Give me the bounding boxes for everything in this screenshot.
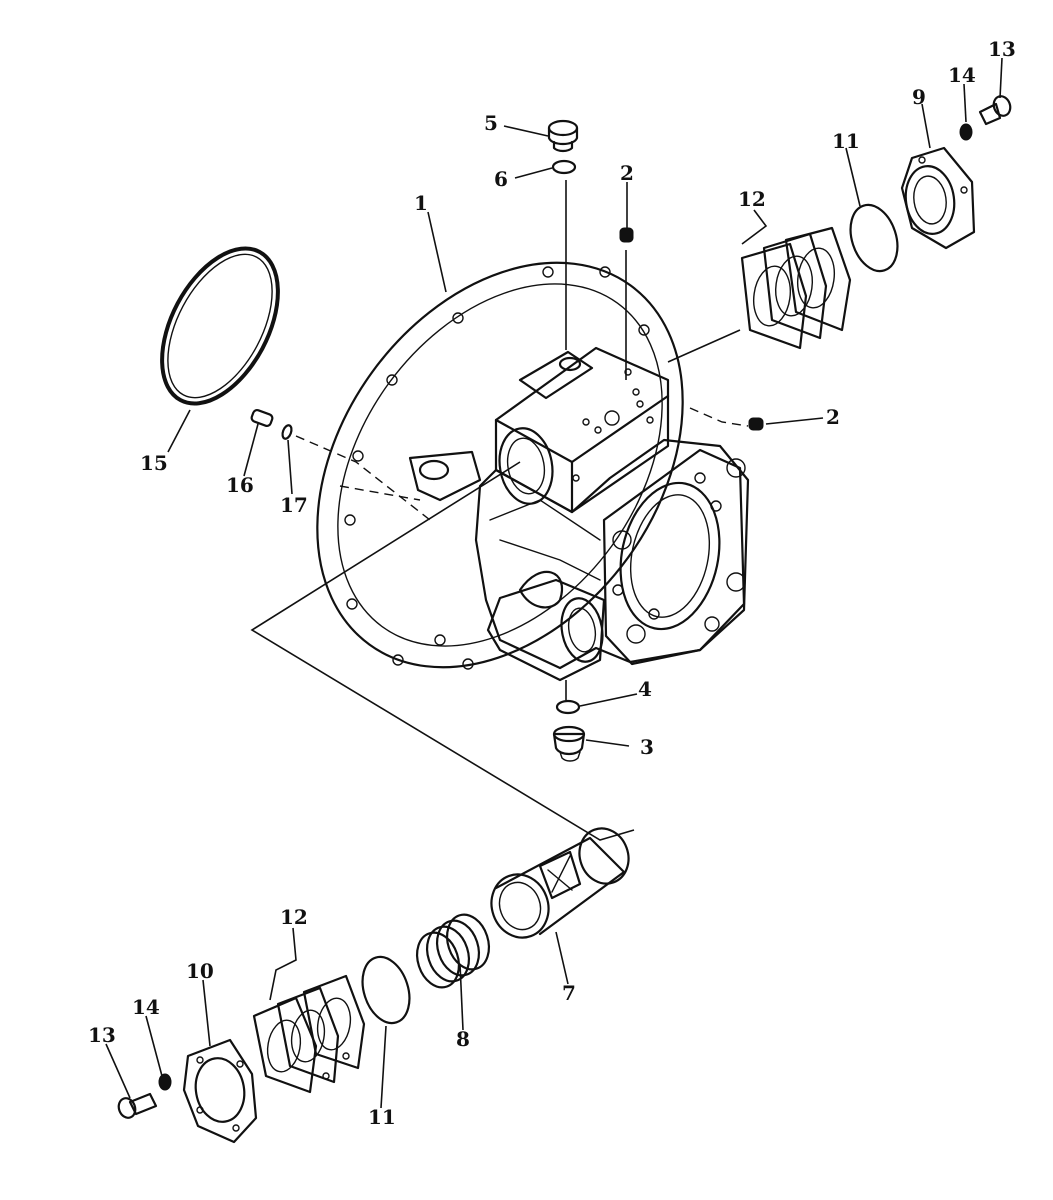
label-drain-plug: 3 — [640, 735, 654, 759]
bolt-lower-part — [117, 1092, 158, 1119]
cover-upper-part — [900, 146, 976, 250]
label-top-plug: 5 — [484, 111, 498, 135]
dowel-pin-part — [250, 408, 274, 428]
shims-upper-part — [740, 226, 852, 350]
label-shims-upper: 12 — [738, 187, 766, 211]
large-oring-part — [160, 246, 280, 406]
label-spring: 8 — [456, 1027, 470, 1051]
label-seal-ring-upper: 11 — [832, 129, 860, 153]
cover-lower-part — [182, 1038, 258, 1144]
label-bolt-lower: 13 — [88, 1023, 116, 1047]
label-washer-upper: 14 — [948, 63, 976, 87]
seal-ring-lower-part — [361, 955, 411, 1025]
drain-plug-part — [552, 725, 586, 762]
leader-lines — [105, 57, 1003, 1109]
top-oring-part — [551, 159, 577, 175]
cover-assembly-guide — [667, 329, 741, 363]
shims-lower-part — [252, 974, 366, 1094]
drain-oring-part — [555, 699, 581, 715]
label-small-oring: 17 — [280, 493, 308, 517]
housing-part — [316, 261, 750, 682]
label-cover-lower: 10 — [186, 959, 214, 983]
label-sleeve: 7 — [562, 981, 576, 1005]
spring-part — [416, 913, 490, 989]
alignment-line-oring — [339, 485, 421, 501]
sleeve-part — [490, 827, 630, 939]
label-large-oring: 15 — [140, 451, 168, 475]
label-seal-ring-lower: 11 — [368, 1105, 396, 1129]
plug-2-right-part — [748, 417, 764, 431]
label-top-oring: 6 — [494, 167, 508, 191]
label-housing: 1 — [414, 191, 428, 215]
alignment-line-plug — [689, 407, 749, 427]
sleeve-assembly-guide — [250, 461, 635, 841]
plug-2-top-part — [619, 227, 634, 243]
label-cover-upper: 9 — [912, 85, 926, 109]
alignment-line-pin — [295, 435, 431, 521]
washer-lower-part — [158, 1073, 172, 1091]
small-oring-part — [281, 424, 293, 440]
label-dowel-pin: 16 — [226, 473, 254, 497]
callout-labels: 1 2 2 3 4 5 6 7 8 9 10 11 11 12 12 13 13… — [88, 37, 1016, 1129]
seal-ring-upper-part — [849, 203, 899, 273]
top-plug-part — [547, 119, 579, 153]
label-bolt-upper: 13 — [988, 37, 1016, 61]
bolt-upper-part — [978, 95, 1012, 126]
washer-upper-part — [959, 123, 973, 141]
label-drain-oring: 4 — [638, 677, 652, 701]
label-plug-top-right: 2 — [620, 161, 634, 185]
label-plug-right: 2 — [826, 405, 840, 429]
label-washer-lower: 14 — [132, 995, 160, 1019]
label-shims-lower: 12 — [280, 905, 308, 929]
